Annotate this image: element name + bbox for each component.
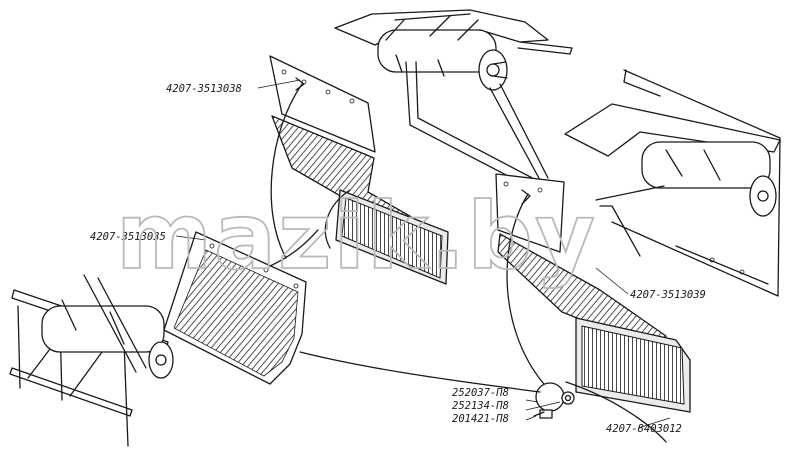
part-label-8403012: 4207-8403012 (606, 423, 682, 435)
part-label-201421: 201421-П8 (452, 413, 509, 425)
right-tank-assembly (564, 69, 781, 297)
watermark-text: mazik.by (116, 183, 597, 290)
right-flap-assembly (495, 173, 691, 413)
top-tank-assembly (334, 9, 573, 191)
fastener-set (533, 382, 575, 419)
part-label-252134: 252134-П8 (452, 400, 509, 412)
assembly-paths (269, 77, 667, 443)
bottom-tank-assembly (9, 274, 174, 447)
part-label-3513039: 4207-3513039 (630, 289, 706, 301)
left-flap-assembly (163, 231, 307, 385)
part-label-3513038: 4207-3513038 (166, 83, 242, 95)
leader-lines (175, 79, 671, 429)
part-label-252037: 252037-П8 (452, 387, 509, 399)
part-label-3513035: 4207-3513035 (90, 231, 166, 243)
upper-flap-assembly (269, 55, 449, 285)
